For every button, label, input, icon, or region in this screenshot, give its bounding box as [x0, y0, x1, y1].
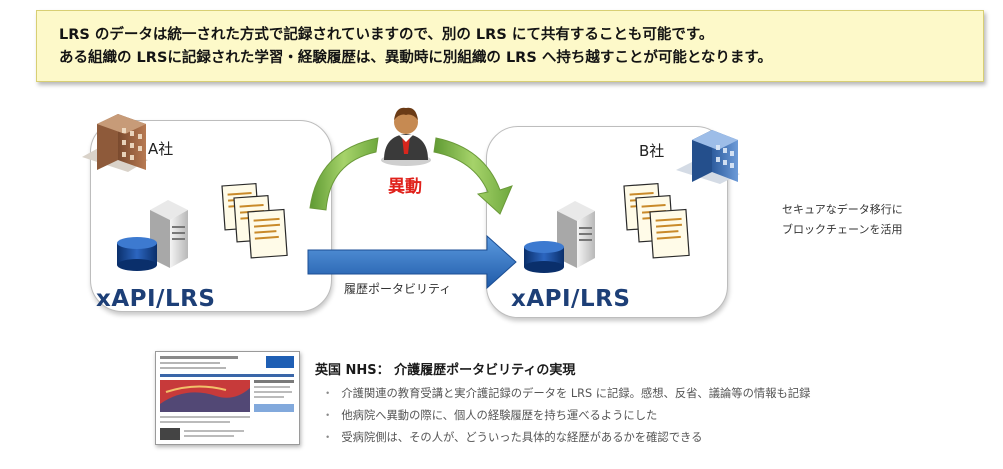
case-study-title: 英国 NHS： 介護履歴ポータビリティの実現	[315, 363, 576, 378]
portability-arrow	[307, 234, 517, 290]
company-b-frame	[486, 126, 728, 318]
nhs-thumbnail-graphic	[156, 352, 299, 444]
blockchain-note: セキュアなデータ移行に ブロックチェーンを活用	[782, 200, 903, 240]
building-b-icon	[676, 130, 740, 184]
building-a-icon	[82, 114, 148, 172]
blockchain-note-line-2: ブロックチェーンを活用	[782, 223, 903, 236]
case-study-point: ・介護関連の教育受講と実介護記録のデータを LRS に記録。感想、反省、議論等の…	[322, 387, 811, 400]
xapi-lrs-b-label: xAPI/LRS	[511, 286, 631, 312]
server-a-icon	[150, 200, 188, 268]
transfer-title: 異動	[388, 177, 422, 197]
nhs-website-thumbnail	[155, 351, 300, 445]
person-icon	[381, 107, 431, 166]
company-a-label: A社	[148, 140, 174, 158]
banner-line-2: ある組織の LRSに記録された学習・経験履歴は、異動時に別組織の LRS へ持ち…	[59, 50, 772, 66]
xapi-lrs-a-label: xAPI/LRS	[96, 286, 216, 312]
banner-line-1: LRS のデータは統一された方式で記録されていますので、別の LRS にて共有す…	[59, 27, 714, 43]
transfer-curve-arrow-left	[309, 137, 379, 211]
summary-banner: LRS のデータは統一された方式で記録されていますので、別の LRS にて共有す…	[36, 10, 984, 82]
case-study-point: ・受病院側は、その人が、どういった具体的な経歴があるかを確認できる	[322, 431, 703, 444]
database-a-icon	[117, 237, 157, 271]
blockchain-note-line-1: セキュアなデータ移行に	[782, 203, 903, 216]
documents-a-icon	[221, 182, 288, 259]
case-study-points: ・介護関連の教育受講と実介護記録のデータを LRS に記録。感想、反省、議論等の…	[322, 383, 810, 449]
case-study-point: ・他病院へ異動の際に、個人の経験履歴を持ち運べるようにした	[322, 409, 658, 422]
company-b-label: B社	[639, 142, 665, 160]
documents-b-icon	[623, 182, 690, 259]
transfer-curve-arrow-right	[433, 137, 513, 215]
database-b-icon	[524, 241, 564, 273]
portability-caption: 履歴ポータビリティ	[344, 282, 452, 296]
